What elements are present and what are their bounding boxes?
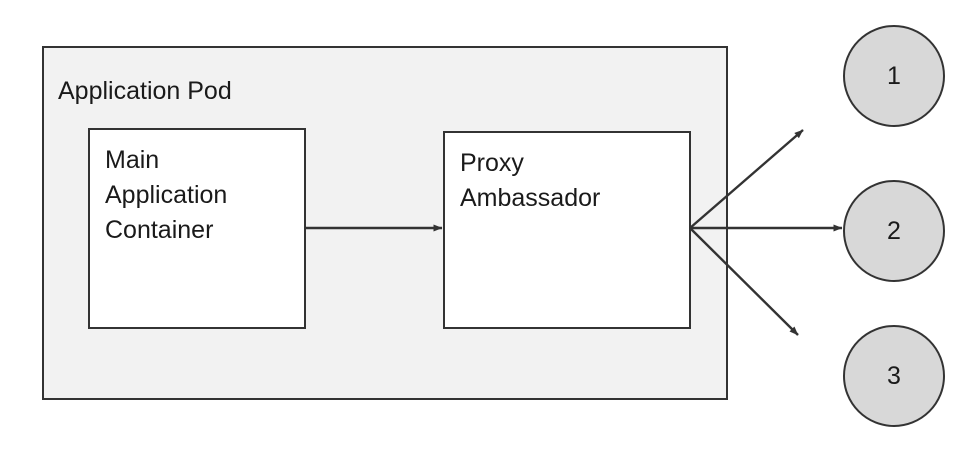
service-circle-1-label: 1 bbox=[887, 61, 901, 90]
service-circle-1: 1 bbox=[843, 25, 945, 127]
proxy-ambassador-label: Proxy Ambassador bbox=[460, 146, 600, 216]
main-application-container-line-3: Container bbox=[105, 216, 214, 244]
main-application-container-label: Main Application Container bbox=[105, 143, 227, 248]
connector-proxy-to-service-1 bbox=[689, 129, 804, 229]
main-application-container-line-2: Application bbox=[105, 181, 228, 209]
service-circle-3: 3 bbox=[843, 325, 945, 427]
proxy-ambassador-line-1: Proxy bbox=[460, 149, 524, 177]
main-application-container-box bbox=[88, 128, 306, 329]
main-application-container-line-1: Main bbox=[105, 146, 160, 174]
service-circle-2-label: 2 bbox=[887, 216, 901, 245]
proxy-ambassador-line-2: Ambassador bbox=[460, 184, 601, 212]
application-pod-label: Application Pod bbox=[58, 77, 232, 105]
service-circle-3-label: 3 bbox=[887, 361, 901, 390]
connector-proxy-to-service-3 bbox=[689, 227, 799, 336]
service-circle-2: 2 bbox=[843, 180, 945, 282]
proxy-ambassador-box bbox=[443, 131, 691, 329]
